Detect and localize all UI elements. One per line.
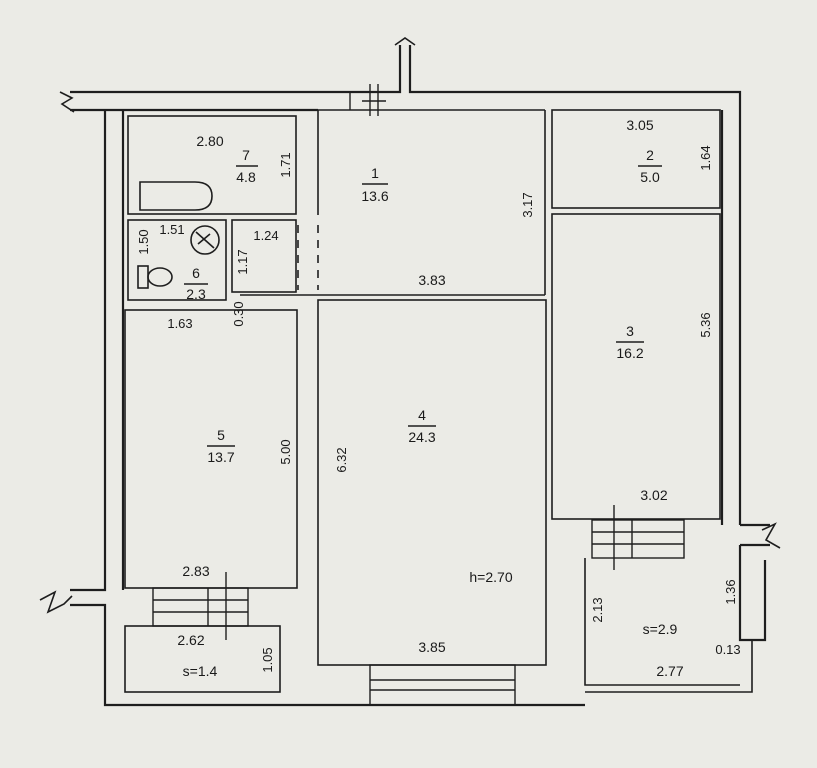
dim-balcony-left-width: 2.62	[177, 632, 204, 648]
dim-corridor-small-h: 1.17	[235, 249, 250, 274]
balcony-right-area: s=2.9	[643, 621, 678, 637]
room-5-area: 13.7	[207, 449, 234, 465]
dim-room5-width: 2.83	[182, 563, 209, 579]
dim-balcony-right-small: 0.13	[715, 642, 740, 657]
room-6-number: 6	[192, 265, 200, 281]
room-3-area: 16.2	[616, 345, 643, 361]
dim-room3-width: 3.02	[640, 487, 667, 503]
ceiling-height: h=2.70	[469, 569, 512, 585]
sink	[190, 225, 220, 255]
room-labels: 7 4.8 1 13.6 2 5.0 6 2.3 3 16.2 4 24.3 5…	[184, 147, 662, 465]
balcony-left-area: s=1.4	[183, 663, 218, 679]
dim-corridor-small: 1.24	[253, 228, 278, 243]
room-7-area: 4.8	[236, 169, 256, 185]
dim-room5-depth: 5.00	[278, 439, 293, 464]
room-1-number: 1	[371, 165, 379, 181]
dim-bath-width: 2.80	[196, 133, 223, 149]
dim-wc-depth: 1.50	[136, 229, 151, 254]
room-7-number: 7	[242, 147, 250, 163]
windows	[152, 84, 685, 706]
dim-hall-width: 3.83	[418, 272, 445, 288]
dim-room4-depth: 6.32	[334, 447, 349, 472]
room-4-area: 24.3	[408, 429, 435, 445]
dim-room2-depth: 1.64	[698, 145, 713, 170]
dimension-labels: 2.80 1.71 1.50 1.51 1.24 1.17 1.63 0.30 …	[136, 117, 741, 679]
dim-gap: 0.30	[231, 301, 246, 326]
room-3-number: 3	[626, 323, 634, 339]
dim-balcony-left-depth: 1.05	[260, 647, 275, 672]
dim-wc-diag: 1.51	[159, 222, 184, 237]
dim-room2-width: 3.05	[626, 117, 653, 133]
room-5-number: 5	[217, 427, 225, 443]
dim-hall-depth: 3.17	[520, 192, 535, 217]
toilet	[137, 265, 173, 289]
dim-wc-width: 1.63	[167, 316, 192, 331]
room-6-area: 2.3	[186, 286, 206, 302]
room-2-number: 2	[646, 147, 654, 163]
room-4-number: 4	[418, 407, 426, 423]
dim-balcony-right-width: 2.77	[656, 663, 683, 679]
outer-walls	[39, 37, 781, 707]
room-2-area: 5.0	[640, 169, 660, 185]
dim-balcony-right-side: 1.36	[723, 579, 738, 604]
dim-room3-depth: 5.36	[698, 312, 713, 337]
bathtub	[139, 181, 213, 211]
room-1-area: 13.6	[361, 188, 388, 204]
interior-walls	[124, 109, 740, 693]
dim-balcony-right-depth: 2.13	[590, 597, 605, 622]
dim-bath-depth: 1.71	[278, 152, 293, 177]
dim-room4-width: 3.85	[418, 639, 445, 655]
